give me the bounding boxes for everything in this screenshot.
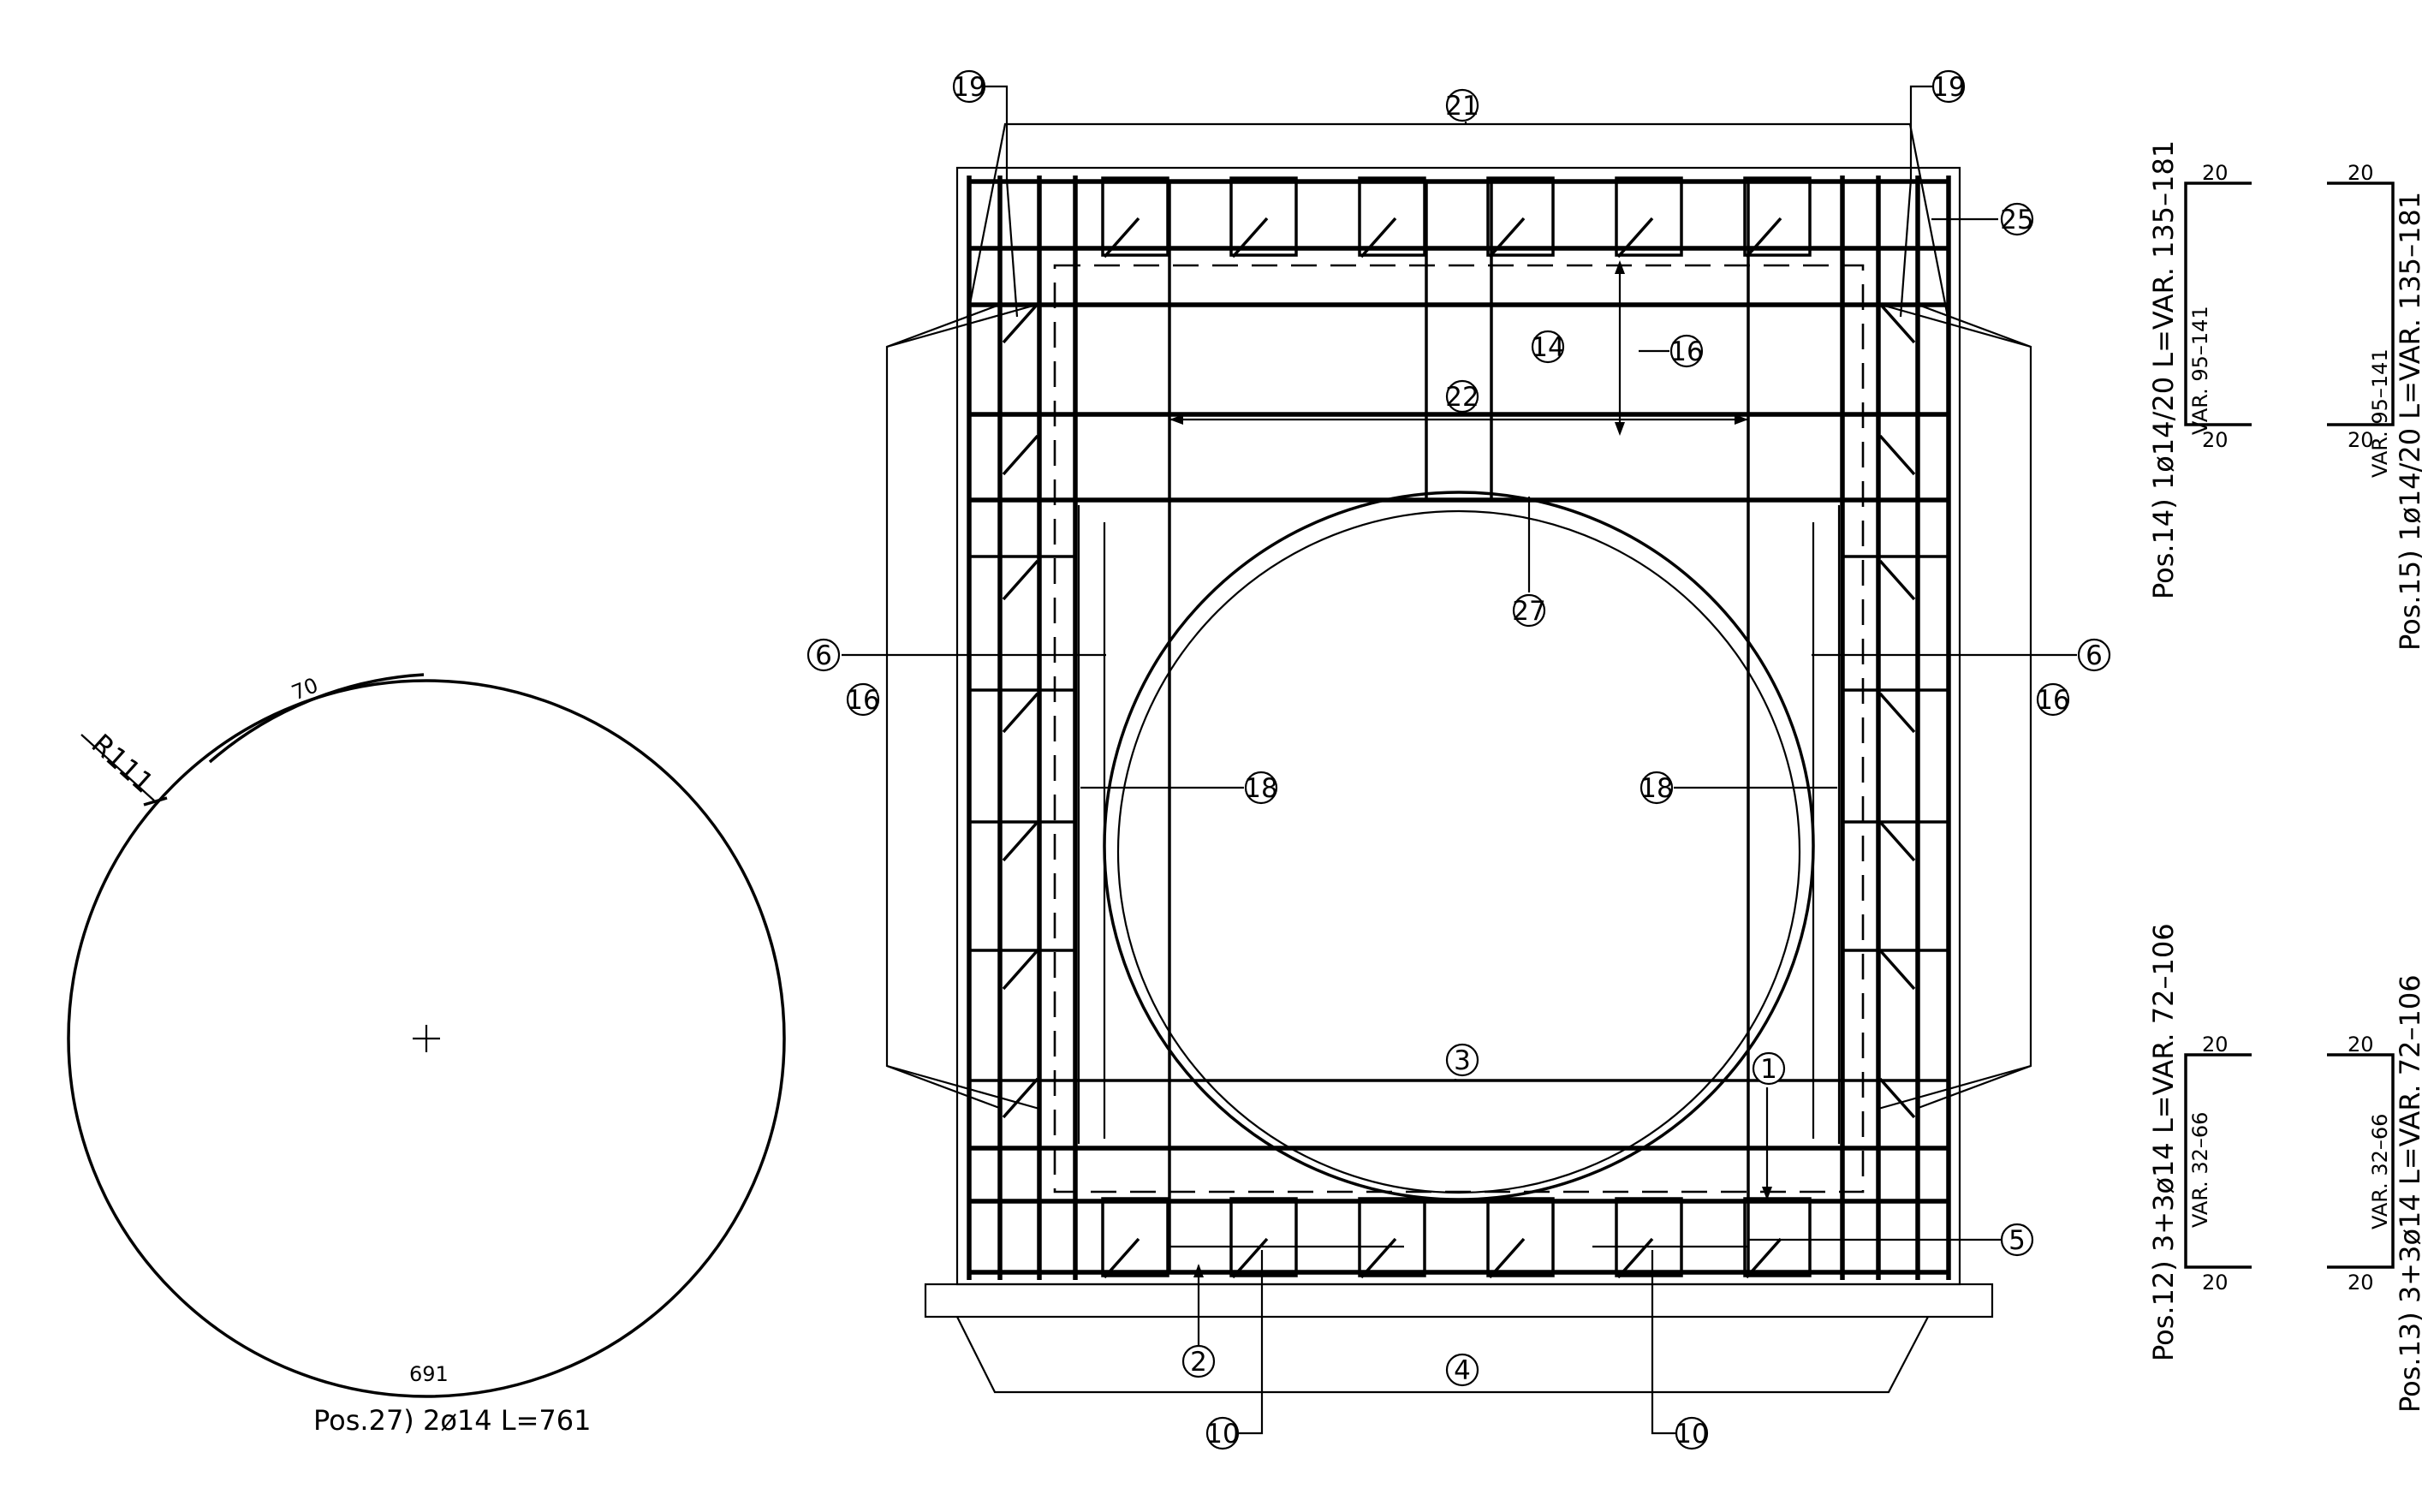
overlap-label: 70	[289, 673, 322, 705]
side-stirrups	[969, 555, 1949, 1082]
pos15-bottom: 20	[2348, 428, 2374, 452]
pos12-caption: Pos.12) 3+3ø14 L=VAR. 72–106	[2147, 923, 2180, 1361]
pos15-caption: Pos.15) 1ø14/20 L=VAR. 135–181	[2394, 192, 2422, 651]
bar-details: 20 20 VAR. 95–141 Pos.14) 1ø14/20 L=VAR.…	[2147, 140, 2422, 1413]
ring-bar	[67, 679, 786, 1398]
pos13-var: VAR. 32–66	[2368, 1114, 2392, 1229]
mark-3: 3	[1454, 1045, 1471, 1076]
pos13-detail: 20 20 VAR. 32–66 Pos.13) 3+3ø14 L=VAR. 7…	[2327, 974, 2422, 1413]
mark-18-left: 18	[1244, 773, 1277, 804]
pos12-top: 20	[2202, 1033, 2229, 1057]
pos14-caption: Pos.14) 1ø14/20 L=VAR. 135–181	[2147, 140, 2180, 599]
pos13-bottom: 20	[2348, 1271, 2374, 1295]
pos12-detail: 20 20 VAR. 32–66 Pos.12) 3+3ø14 L=VAR. 7…	[2147, 923, 2252, 1361]
mark-22: 22	[1445, 382, 1479, 413]
mark-6-right: 6	[2086, 640, 2103, 671]
stirrups-bottom	[1101, 1197, 1812, 1277]
pos13-top: 20	[2348, 1033, 2374, 1057]
mark-25: 25	[2000, 205, 2033, 235]
mark-27: 27	[1512, 596, 1545, 627]
foundation-slab	[924, 1283, 1994, 1319]
stirrups-top	[1101, 176, 1812, 257]
pos14-bottom: 20	[2202, 428, 2229, 452]
bottom-bar-shape-4	[956, 1316, 1929, 1394]
hook-diagonals	[1002, 217, 1916, 1279]
mark-5: 5	[2008, 1225, 2026, 1256]
position-marks: 19 19 21 25 14 16 22 27 6 6 16 16 18	[806, 69, 2111, 1450]
mark-18-right: 18	[1639, 773, 1673, 804]
mark-14: 14	[1531, 332, 1564, 363]
overlap-arc	[208, 673, 425, 764]
dimension-lines	[1077, 260, 1841, 1348]
opening-outer	[1103, 491, 1815, 1201]
mark-10-right: 10	[1675, 1419, 1708, 1449]
radius-label: R111	[86, 728, 160, 800]
pos14-top: 20	[2202, 161, 2229, 185]
cage-lines	[967, 176, 1951, 1280]
mark-16-right: 16	[2036, 685, 2069, 716]
pos13-caption: Pos.13) 3+3ø14 L=VAR. 72–106	[2394, 974, 2422, 1413]
pos15-top: 20	[2348, 161, 2374, 185]
pos14-var: VAR. 95–141	[2188, 306, 2212, 435]
pos15-detail: 20 20 VAR. 95–141 Pos.15) 1ø14/20 L=VAR.…	[2327, 161, 2422, 651]
pos27-ring-detail: R111 70 691 Pos.27) 2ø14 L=761	[67, 673, 786, 1437]
side-bars	[885, 302, 2032, 1147]
pos12-var: VAR. 32–66	[2188, 1112, 2212, 1228]
leader-lines	[842, 85, 2077, 1435]
radius-leader	[80, 734, 155, 801]
section-outline	[955, 166, 1961, 1286]
pos27-caption: Pos.27) 2ø14 L=761	[313, 1404, 592, 1437]
mark-19-right: 19	[1931, 72, 1965, 103]
pos14-detail: 20 20 VAR. 95–141 Pos.14) 1ø14/20 L=VAR.…	[2147, 140, 2252, 599]
pos15-var: VAR. 95–141	[2368, 348, 2392, 478]
mark-10-left: 10	[1205, 1419, 1239, 1449]
pos12-bottom: 20	[2202, 1271, 2229, 1295]
mark-16-top: 16	[1669, 336, 1703, 367]
section-view: 19 19 21 25 14 16 22 27 6 6 16 16 18	[806, 69, 2111, 1450]
mark-1: 1	[1760, 1054, 1777, 1085]
mark-16-left: 16	[846, 685, 879, 716]
mark-2: 2	[1190, 1347, 1207, 1378]
length-label: 691	[409, 1362, 449, 1386]
mark-4: 4	[1454, 1355, 1471, 1386]
mark-19-left: 19	[952, 72, 985, 103]
top-bar-shape-21	[966, 122, 1949, 318]
mark-6-left: 6	[815, 640, 832, 671]
opening-inner	[1116, 509, 1801, 1194]
radius-tick	[143, 796, 168, 807]
mark-21: 21	[1445, 91, 1479, 122]
